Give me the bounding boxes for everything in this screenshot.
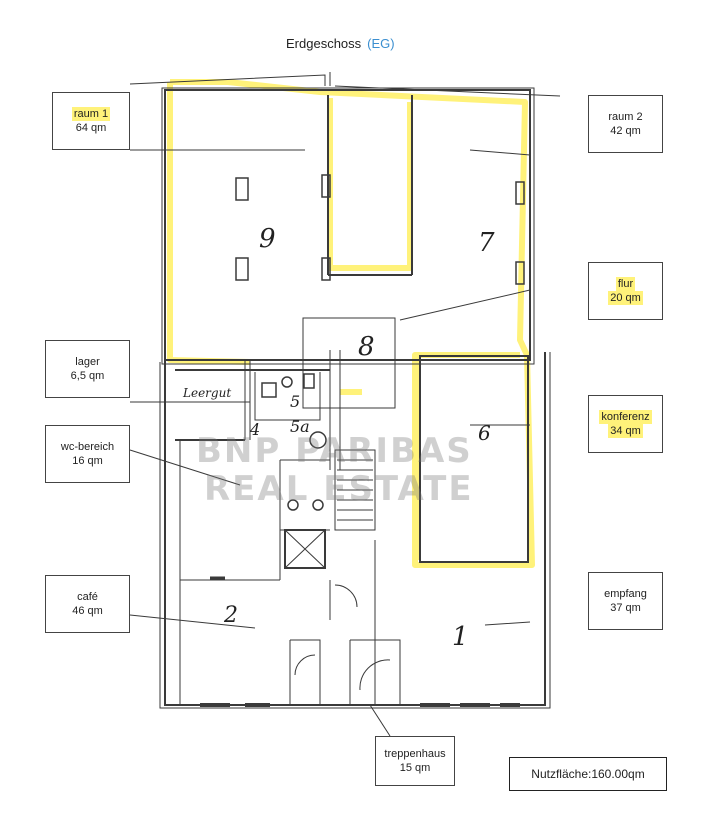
room-name: café [77, 591, 98, 603]
walls [129, 72, 561, 737]
room-name: raum 2 [608, 111, 643, 123]
label-raum-1: raum 1 64 qm [52, 92, 130, 150]
label-wc-bereich: wc-bereich 16 qm [45, 425, 130, 483]
room-name: wc-bereich [60, 441, 115, 453]
room-area: 16 qm [72, 455, 103, 467]
room-area: 37 qm [610, 602, 641, 614]
label-treppenhaus: treppenhaus 15 qm [375, 736, 455, 786]
room-name: empfang [604, 588, 647, 600]
room-area: 15 qm [399, 762, 431, 774]
label-empfang: empfang 37 qm [588, 572, 663, 630]
label-lager: lager 6,5 qm [45, 340, 130, 398]
handwritten-7: 7 [478, 228, 495, 258]
total-area-box: Nutzfläche:160.00qm [509, 757, 667, 791]
room-name: raum 1 [71, 107, 111, 121]
room-name: treppenhaus [384, 748, 446, 760]
handwritten-5a: 5a [290, 417, 310, 436]
handwritten-9: 9 [259, 224, 276, 254]
highlight-outlines [167, 79, 535, 568]
room-area: 20 qm [608, 291, 643, 305]
handwritten-labels: 9 7 8 6 5 5a 4 2 1 Leergut [182, 224, 495, 652]
room-name: lager [75, 356, 100, 368]
title-level: (EG) [367, 36, 395, 51]
label-konferenz: konferenz 34 qm [588, 395, 663, 453]
room-area: 64 qm [75, 122, 107, 134]
handwritten-2: 2 [223, 603, 238, 628]
handwritten-4: 4 [249, 420, 260, 439]
room-area: 6,5 qm [70, 370, 105, 382]
fixtures [235, 174, 525, 511]
room-area: 46 qm [72, 605, 103, 617]
label-cafe: café 46 qm [45, 575, 130, 633]
handwritten-5: 5 [290, 392, 300, 411]
label-raum-2: raum 2 42 qm [588, 95, 663, 153]
room-area: 42 qm [610, 125, 641, 137]
total-area-text: Nutzfläche:160.00qm [531, 767, 645, 781]
room-name: konferenz [599, 410, 652, 424]
room-name: flur [615, 277, 636, 291]
room-area: 34 qm [608, 424, 643, 438]
handwritten-6: 6 [478, 421, 491, 445]
handwritten-leergut: Leergut [182, 386, 231, 400]
handwritten-8: 8 [358, 332, 375, 362]
handwritten-1: 1 [452, 622, 469, 652]
title-text: Erdgeschoss [286, 36, 362, 51]
page-title: Erdgeschoss (EG) [286, 36, 395, 51]
label-flur: flur 20 qm [588, 262, 663, 320]
